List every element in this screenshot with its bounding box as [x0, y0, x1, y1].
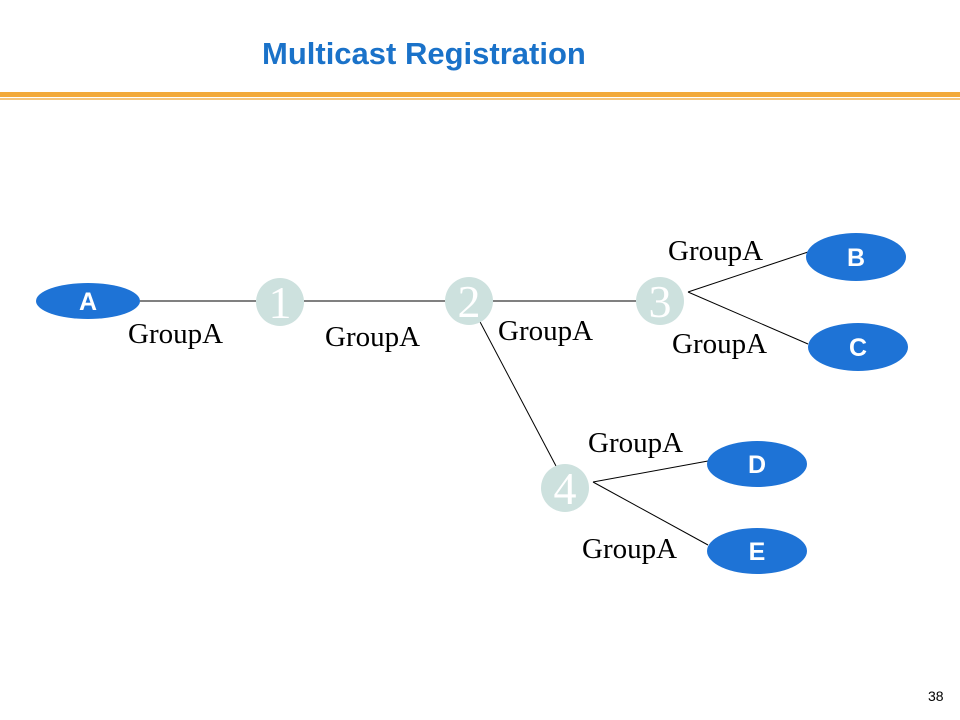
edge-label-3-B: GroupA — [668, 235, 763, 267]
host-C: C — [808, 323, 908, 371]
router-label: 2 — [458, 276, 481, 327]
edge-label-4-D: GroupA — [588, 427, 683, 459]
host-label: B — [847, 244, 865, 272]
router-circle — [445, 277, 493, 325]
edge-label-3-C: GroupA — [672, 328, 767, 360]
router-label: 4 — [554, 463, 577, 514]
host-label: E — [749, 538, 766, 566]
edge-4-D — [592, 460, 709, 483]
edge-label-A-1: GroupA — [128, 318, 223, 350]
edge-label-1-2: GroupA — [325, 321, 420, 353]
edge-3-C — [687, 291, 809, 345]
host-ellipse — [36, 283, 140, 319]
host-E: E — [707, 528, 807, 574]
edge-3-B — [687, 251, 809, 293]
title-divider-shadow — [0, 98, 960, 100]
router-2: 2 — [445, 276, 493, 327]
router-label: 1 — [269, 277, 292, 328]
page-number: 38 — [928, 688, 944, 704]
host-label: A — [79, 288, 97, 316]
page-title: Multicast Registration — [262, 36, 586, 71]
edge-4-E — [592, 481, 709, 546]
router-label: 3 — [649, 276, 672, 327]
host-ellipse — [707, 441, 807, 487]
title-divider — [0, 92, 960, 97]
router-3: 3 — [636, 276, 684, 327]
host-D: D — [707, 441, 807, 487]
router-circle — [256, 278, 304, 326]
host-ellipse — [808, 323, 908, 371]
router-4: 4 — [541, 463, 589, 514]
host-label: C — [849, 334, 867, 362]
router-circle — [636, 277, 684, 325]
host-ellipse — [806, 233, 906, 281]
host-A: A — [36, 283, 140, 319]
host-B: B — [806, 233, 906, 281]
edge-2-4 — [477, 317, 557, 467]
router-circle — [541, 464, 589, 512]
router-1: 1 — [256, 277, 304, 328]
host-label: D — [748, 451, 766, 479]
edge-label-2-3: GroupA — [498, 315, 593, 347]
edge-label-4-E: GroupA — [582, 533, 677, 565]
host-ellipse — [707, 528, 807, 574]
